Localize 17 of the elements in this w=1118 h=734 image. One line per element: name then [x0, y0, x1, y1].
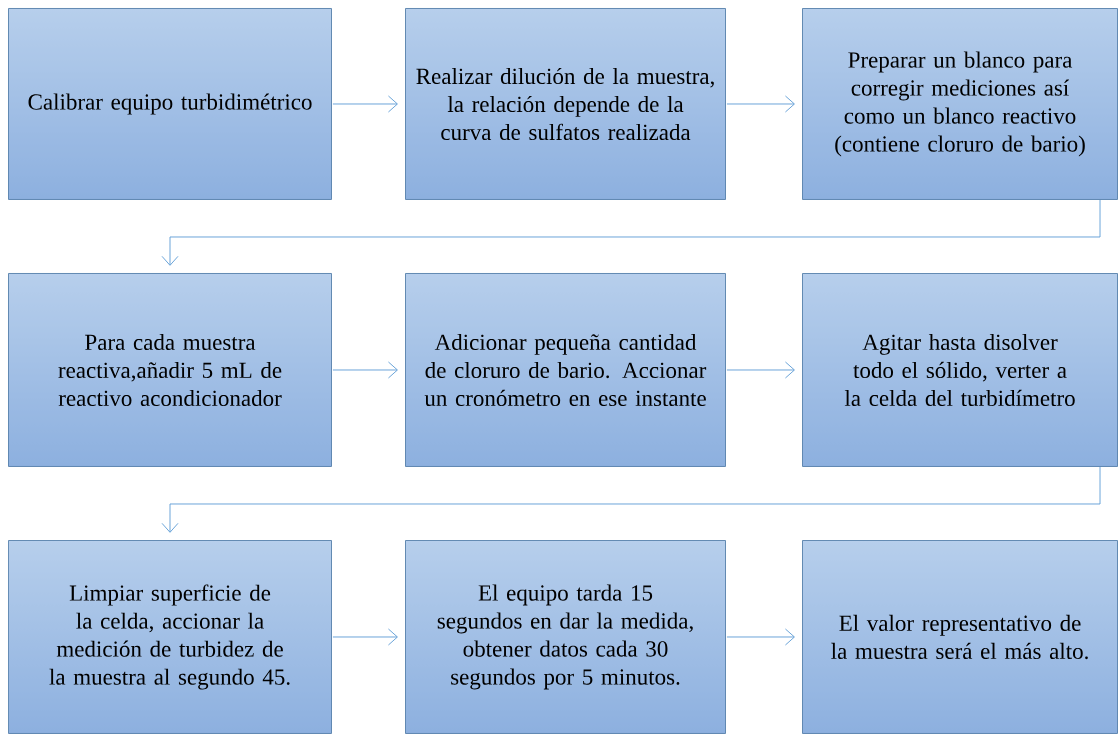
process-box: El valor representativo de la muestra será el más alto. — [802, 540, 1118, 734]
arrow — [726, 361, 795, 379]
process-box: Preparar un blanco para corregir mediciones así como un blanco reactivo (contiene cloruro de bario) — [802, 8, 1118, 200]
arrow — [332, 361, 398, 379]
process-box: Agitar hasta disolver todo el sólido, verter a la celda del turbidímetro — [802, 273, 1118, 467]
process-box: Limpiar superficie de la celda, accionar la medición de turbidez de la muestra al segundo 45. — [8, 540, 332, 734]
process-box: Adicionar pequeña cantidad de cloruro de bario. Accionar un cronómetro en ese instante — [405, 273, 726, 467]
process-box: Realizar dilución de la muestra, la relación depende de la curva de sulfatos realizada — [405, 8, 726, 200]
arrow — [161, 199, 1101, 266]
process-box: El equipo tarda 15 segundos en dar la medida, obtener datos cada 30 segundos por 5 minutos. — [405, 540, 726, 734]
arrow — [726, 95, 795, 113]
arrow — [332, 628, 398, 646]
process-box: Calibrar equipo turbidimétrico — [8, 8, 332, 200]
arrow — [332, 95, 398, 113]
process-box: Para cada muestra reactiva,añadir 5 mL de reactivo acondicionador — [8, 273, 332, 467]
arrow — [726, 628, 795, 646]
arrow — [161, 466, 1101, 533]
